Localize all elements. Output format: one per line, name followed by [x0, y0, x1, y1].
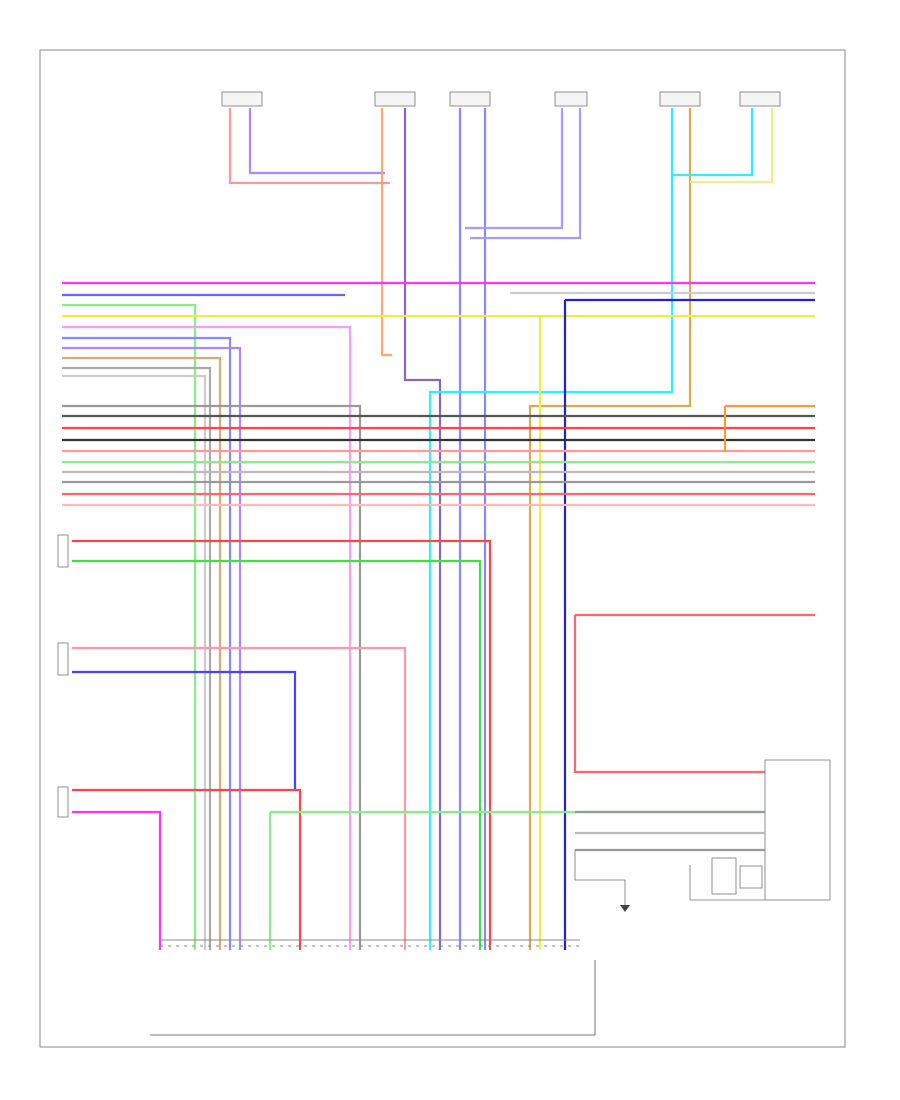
- middle-bus-wires: [62, 404, 815, 950]
- bottom-connector: [150, 939, 596, 1036]
- speaker-6: [739, 91, 781, 107]
- speaker-3: [449, 91, 491, 107]
- diagram-border: [39, 49, 846, 1048]
- speaker-2: [374, 91, 416, 107]
- speaker-5: [659, 91, 701, 107]
- subwoofer-box: [764, 759, 831, 901]
- speaker-1: [221, 91, 263, 107]
- speaker-group: [221, 91, 781, 107]
- tweeter-wires: [72, 539, 815, 950]
- speaker-drop-wires: [228, 108, 774, 950]
- upper-bus-wires: [62, 281, 815, 950]
- speaker-4: [554, 91, 588, 107]
- subwoofer-inner-1: [711, 857, 737, 895]
- right-tweeter: [57, 642, 69, 676]
- tweeter-blocks: [57, 534, 69, 818]
- center-speaker: [57, 786, 69, 818]
- left-tweeter: [57, 534, 69, 568]
- subwoofer-group: [574, 759, 831, 912]
- subwoofer-inner-2: [739, 865, 763, 889]
